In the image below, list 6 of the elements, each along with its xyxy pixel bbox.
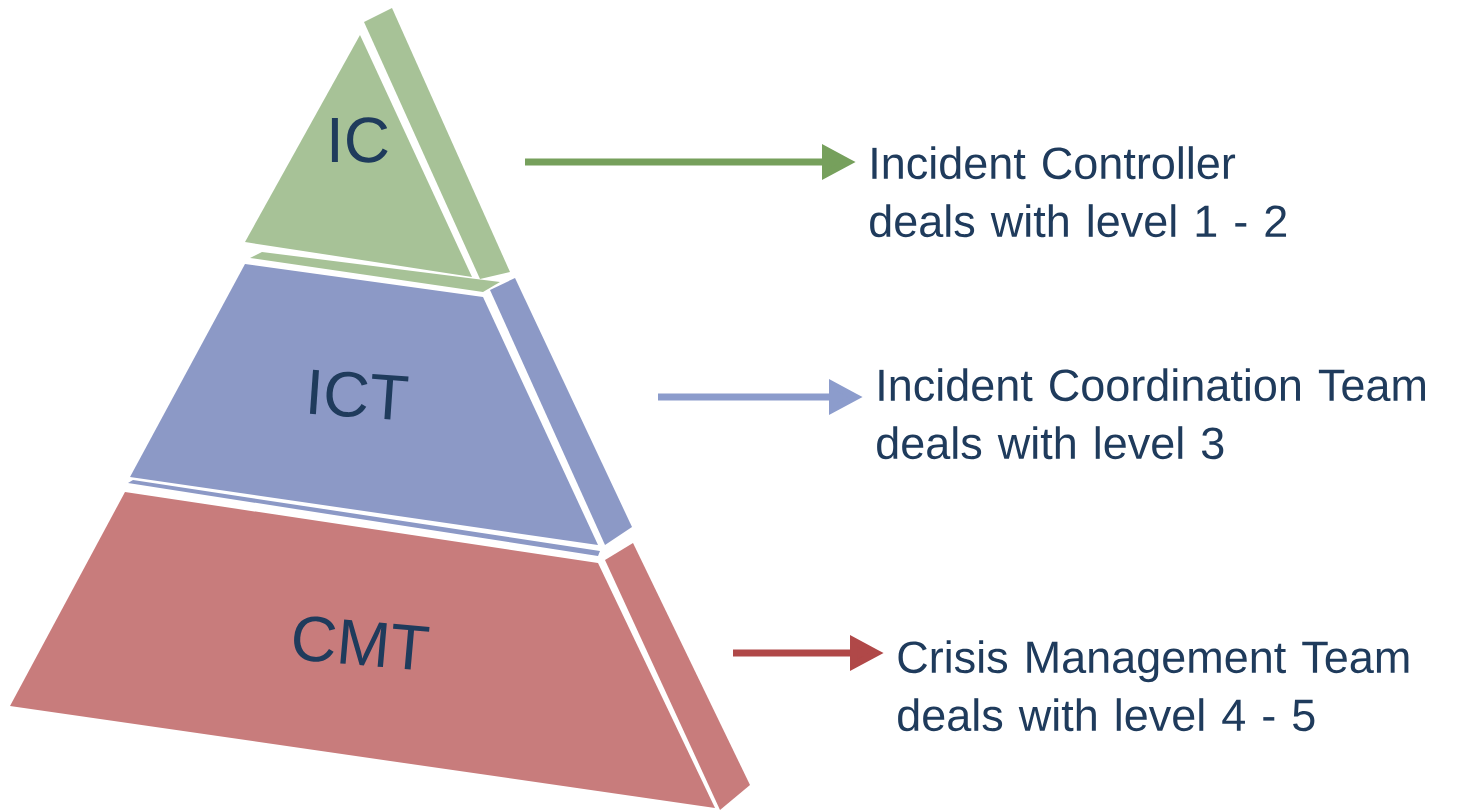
description-text: Crisis Management Team deals with level 4 - 5 bbox=[898, 640, 1409, 732]
pyramid-layer: ICT bbox=[128, 264, 632, 556]
pyramid-layer: IC bbox=[245, 8, 510, 292]
pyramid-layer: CMT bbox=[10, 492, 750, 810]
description-text: Incident Coordination Team deals with level 3 bbox=[877, 368, 1425, 460]
description-text: Incident Controller deals with level 1 - 2 bbox=[870, 146, 1287, 238]
